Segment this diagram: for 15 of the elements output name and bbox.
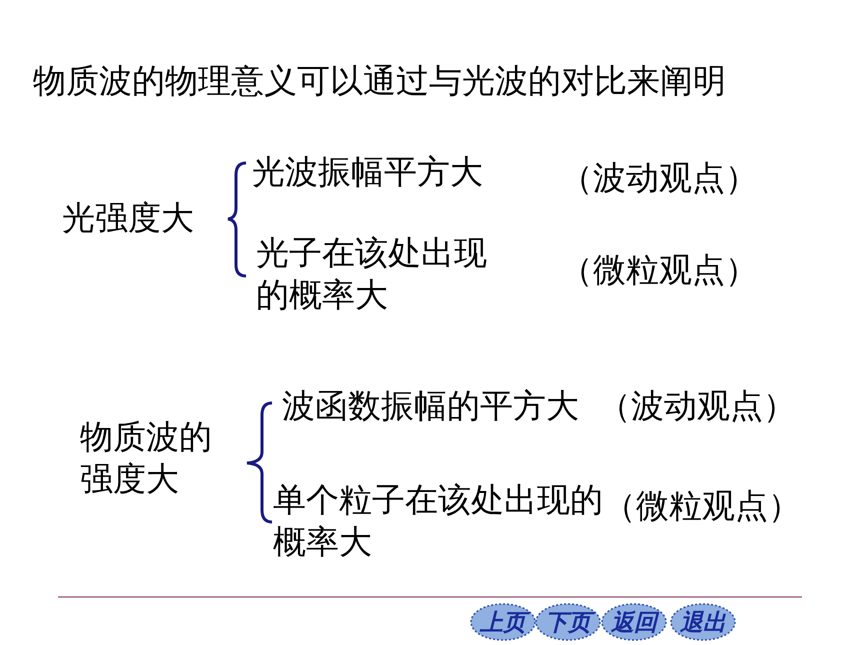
label: 光子在该处出现的概率大 bbox=[256, 232, 488, 316]
viewpoint-label: （波动观点） bbox=[598, 385, 796, 427]
label: 物质波的强度大 bbox=[80, 416, 213, 500]
viewpoint-label: （微粒观点） bbox=[603, 485, 801, 527]
nav-button: 下页 bbox=[535, 603, 601, 641]
label: 光波振幅平方大 bbox=[252, 151, 483, 193]
nav-button: 上页 bbox=[470, 603, 536, 641]
label: 波函数振幅的平方大 bbox=[282, 385, 579, 427]
title: 物质波的物理意义可以通过与光波的对比来阐明 bbox=[33, 60, 726, 102]
label: 单个粒子在该处出现的概率大 bbox=[273, 479, 604, 563]
viewpoint-label: （波动观点） bbox=[560, 157, 758, 199]
viewpoint-label: （微粒观点） bbox=[560, 249, 758, 291]
nav-button: 返回 bbox=[601, 603, 667, 641]
label: 光强度大 bbox=[62, 197, 194, 239]
nav-button: 退出 bbox=[670, 603, 736, 641]
